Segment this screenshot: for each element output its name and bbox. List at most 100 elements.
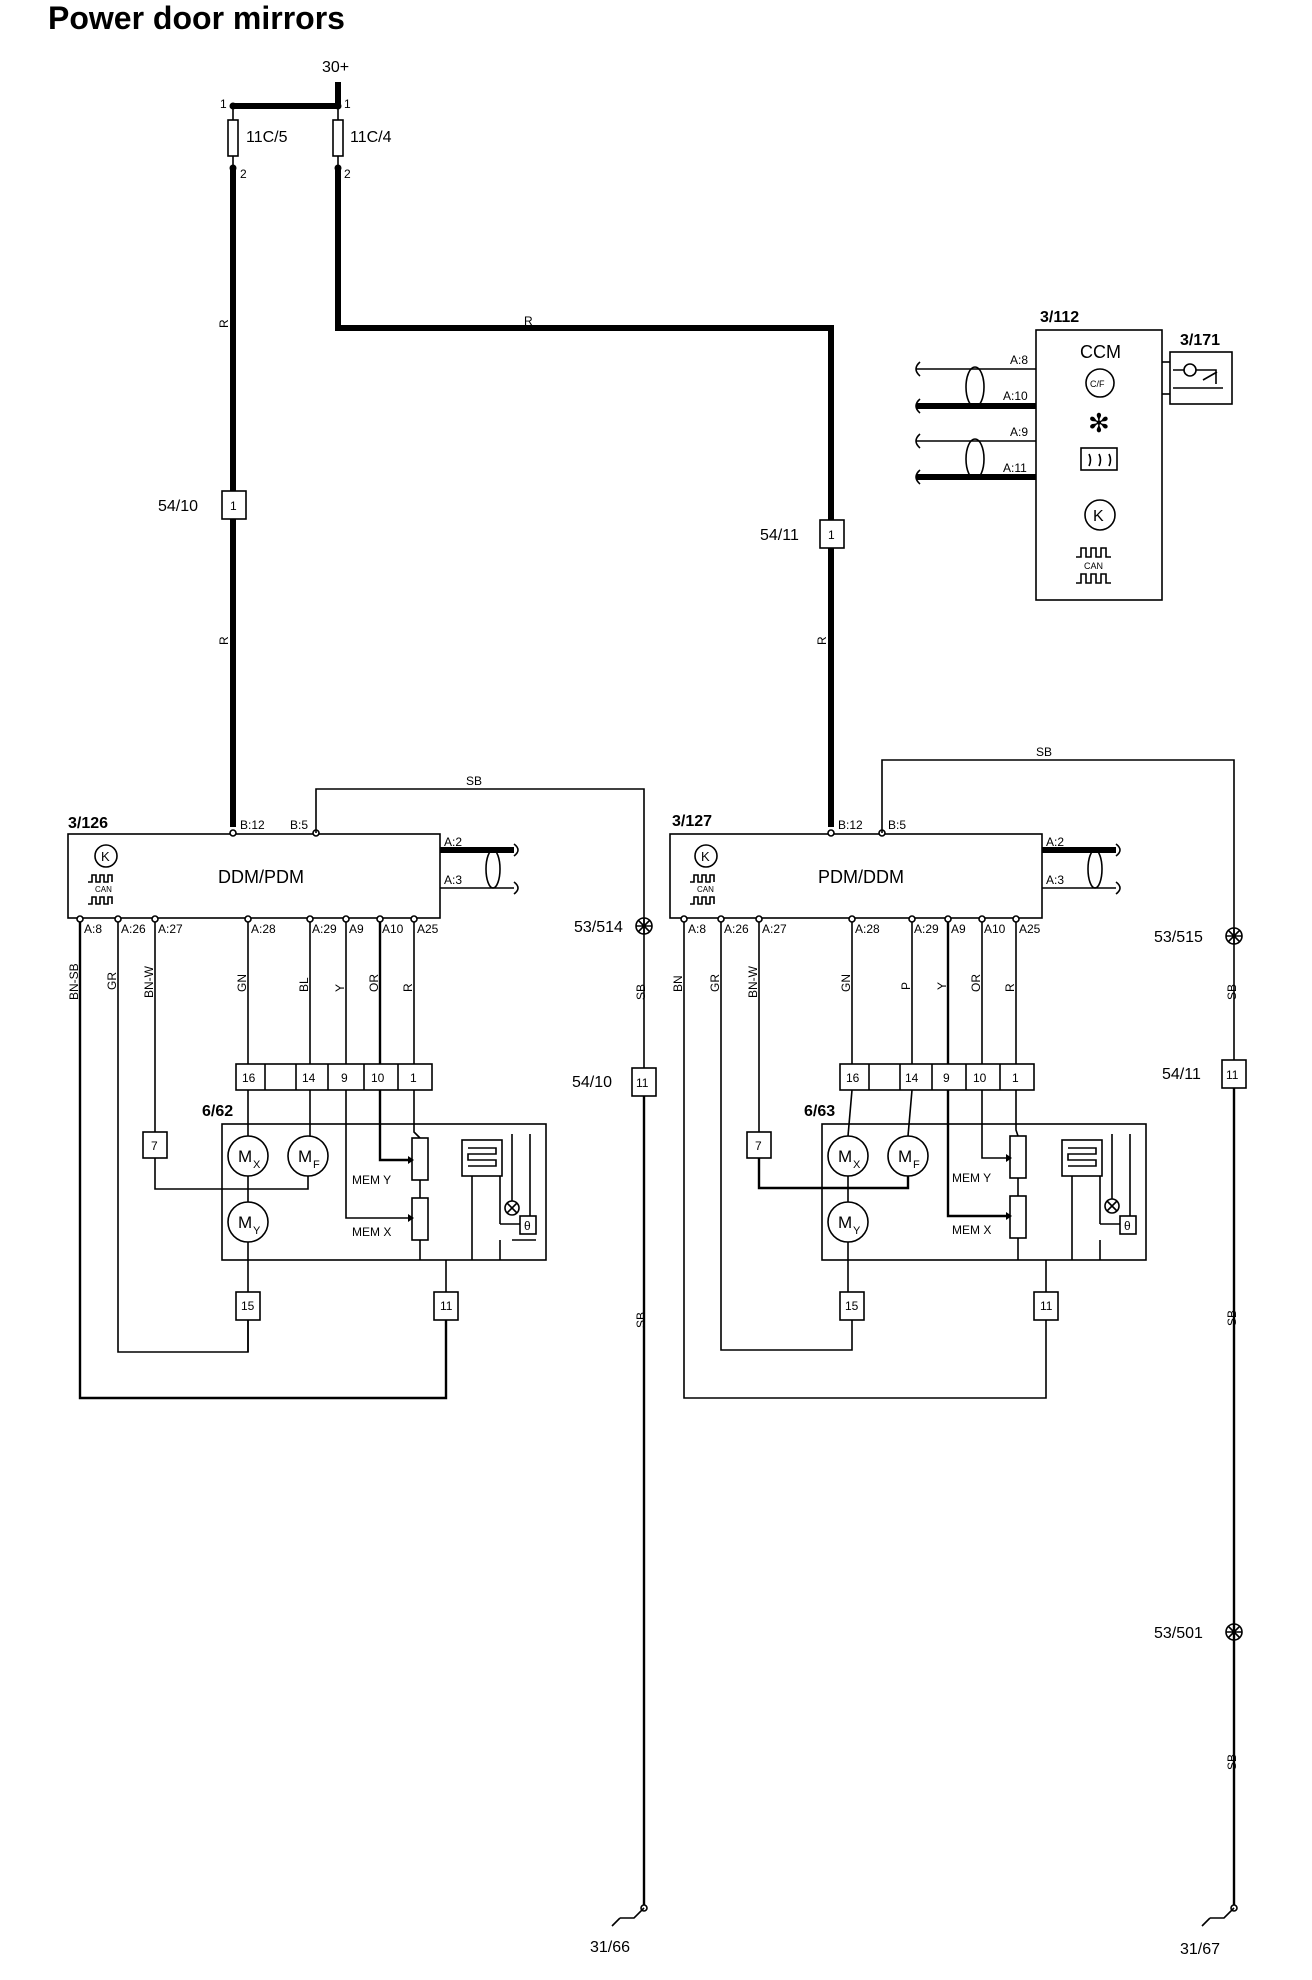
left-harness: BN-SB GR BN-W 7 GN BL Y OR R 16 14 9 (67, 922, 448, 1400)
right-motor-y-sub: Y (853, 1225, 861, 1237)
fuse-11c4 (332, 119, 344, 157)
right-pin-a10: A10 (984, 922, 1006, 936)
left-motor-y-m: M (238, 1213, 252, 1232)
supply-wires: R R R R 1 54/10 1 54/11 (158, 168, 845, 827)
left-pin-a28: A:28 (251, 922, 276, 936)
fuse2-pin-top: 1 (344, 97, 351, 111)
right-wire-r: R (1003, 983, 1017, 992)
ccm-section: 3/112 3/171 CCM C/F ✻ K CAN A:8 A:10 A:9… (915, 309, 1233, 601)
ccm-temp-icon (1085, 368, 1115, 398)
left-pin-a9: A9 (349, 922, 364, 936)
ccm-can-label: CAN (1084, 561, 1103, 571)
right-conn-16: 16 (846, 1071, 860, 1085)
right-mem-y: MEM Y (952, 1171, 991, 1185)
ccm-k-icon (1084, 499, 1116, 531)
right-motor-x-m: M (838, 1147, 852, 1166)
right-ground-wire: SB 53/515 SB 11 54/11 SB 53/501 SB 31/67 (881, 745, 1247, 1958)
ground-31-66-label: 31/66 (590, 1939, 630, 1956)
right-heater-icon (1061, 1139, 1103, 1177)
right-conn-9: 9 (943, 1071, 950, 1085)
right-wire-bn: BN (671, 975, 685, 992)
left-mem-x: MEM X (352, 1225, 391, 1239)
right-pin-a26: A:26 (724, 922, 749, 936)
right-pin-b5: B:5 (888, 818, 906, 832)
left-motor-f-sub: F (313, 1159, 320, 1171)
right-harness: BN GR BN-W 7 GN P Y OR R 16 14 9 10 1 (671, 922, 1047, 1399)
left-mirror-box (221, 1123, 547, 1261)
right-mirror-section: 6/63 M X M F M Y MEM Y MEM X θ (804, 1089, 1147, 1321)
splice-54-11-pin: 1 (828, 528, 835, 542)
right-temp-sensor-icon (1119, 1215, 1137, 1235)
left-can-label: CAN (95, 885, 112, 894)
right-motor-x-sub: X (853, 1159, 861, 1171)
left-motor-f-icon (287, 1135, 329, 1177)
right-module-ref: 3/127 (672, 813, 712, 830)
right-module-name: PDM/DDM (818, 867, 904, 887)
ccm-pin-a9: A:9 (1010, 425, 1028, 439)
ground-53-514-label: 53/514 (574, 919, 623, 936)
right-theta: θ (1124, 1219, 1131, 1233)
wire-r-3: R (217, 636, 231, 645)
right-mem-x: MEM X (952, 1223, 991, 1237)
left-conn-1: 1 (410, 1071, 417, 1085)
left-pin-b5: B:5 (290, 818, 308, 832)
left-motor-x-sub: X (253, 1159, 261, 1171)
wire-r-4: R (815, 636, 829, 645)
left-module-section: 3/126 DDM/PDM K CAN B:12 B:5 A:2 A:3 A:8… (67, 815, 519, 936)
ccm-name: CCM (1080, 342, 1121, 362)
fuse2-pin-bottom: 2 (344, 167, 351, 181)
right-wire-sb-1: SB (1036, 745, 1052, 759)
right-k-icon (694, 844, 718, 868)
ccm-can-wave-icon (1076, 547, 1111, 558)
left-motor-x-m: M (238, 1147, 252, 1166)
right-module-box (669, 833, 1043, 919)
left-motor-f-m: M (298, 1147, 312, 1166)
left-theta: θ (524, 1219, 531, 1233)
right-splice-54-11-label: 54/11 (1162, 1066, 1201, 1083)
page-title: Power door mirrors (48, 0, 345, 36)
right-pin-11-box (1033, 1291, 1059, 1321)
supply-label: 30+ (322, 59, 349, 76)
right-motor-y-m: M (838, 1213, 852, 1232)
right-wire-sb-3: SB (1225, 1310, 1239, 1326)
splice-54-10-label: 54/10 (158, 498, 198, 515)
right-pin-15: 15 (845, 1299, 859, 1313)
right-module-section: 3/127 PDM/DDM K CAN B:12 B:5 A:2 A:3 A:8… (669, 813, 1121, 936)
fuse1-label: 11C/5 (246, 129, 288, 146)
left-wire-bnw: BN-W (142, 965, 156, 998)
left-motor-y-sub: Y (253, 1225, 261, 1237)
fuse-11c5 (227, 119, 239, 157)
right-wire-bnw: BN-W (746, 965, 760, 998)
left-conn-9: 9 (341, 1071, 348, 1085)
left-wire-bl: BL (297, 977, 311, 992)
left-pin-a27: A:27 (158, 922, 183, 936)
left-mirror-ref: 6/62 (202, 1103, 233, 1120)
right-motor-f-sub: F (913, 1159, 920, 1171)
left-wire-or: OR (367, 974, 381, 992)
supply-section: 30+ 1 1 11C/5 11C/4 2 2 (220, 59, 392, 181)
wire-r-2: R (524, 314, 533, 328)
left-module-ref: 3/126 (68, 815, 108, 832)
ccm-sensor-ref: 3/171 (1180, 332, 1220, 349)
right-wire-p: P (899, 982, 913, 990)
left-pin-a10: A10 (382, 922, 404, 936)
right-pin-b12: B:12 (838, 818, 863, 832)
left-wire-bnsb: BN-SB (67, 963, 81, 1000)
right-pin-7: 7 (755, 1139, 762, 1153)
left-mem-y: MEM Y (352, 1173, 391, 1187)
left-wire-sb-2: SB (634, 984, 648, 1000)
left-ground-wire: SB 53/514 SB 11 54/10 SB 31/66 (315, 774, 657, 1956)
right-wire-y: Y (935, 982, 949, 990)
right-conn-1: 1 (1012, 1071, 1019, 1085)
right-pin-a2: A:2 (1046, 835, 1064, 849)
left-mem-x-pot (411, 1197, 429, 1241)
sensor-3-171 (1169, 351, 1233, 405)
right-mirror-box (821, 1123, 1147, 1261)
right-pin-11: 11 (1040, 1299, 1053, 1313)
left-wire-gr: GR (105, 972, 119, 990)
splice-54-11-box (819, 519, 845, 549)
right-splice-pin-11: 11 (1226, 1068, 1239, 1082)
right-can-wave-icon (690, 874, 715, 883)
right-mirror-ref: 6/63 (804, 1103, 835, 1120)
